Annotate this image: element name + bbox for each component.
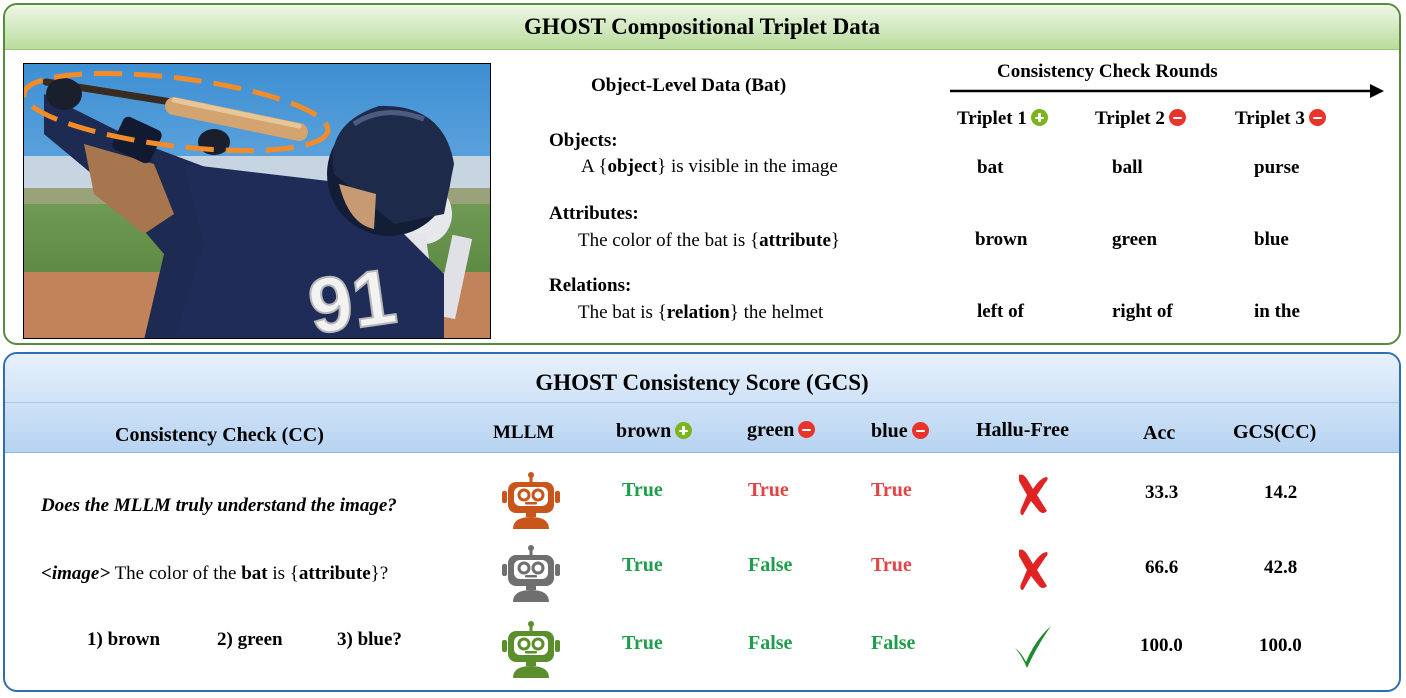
triplet-data-header [5, 5, 1399, 50]
blue-result: True [871, 554, 912, 576]
triplet-2-attribute: green [1112, 229, 1158, 250]
plus-icon [1030, 109, 1048, 126]
robot-icon [499, 620, 563, 678]
consistency-score-panel: GHOST Consistency Score (GCS) Consistenc… [3, 352, 1401, 692]
triplet-3-relation: in the [1254, 301, 1300, 322]
photo-illustration: 91 [24, 64, 490, 339]
plus-icon [675, 422, 693, 439]
jersey-number: 91 [303, 251, 401, 339]
acc-value: 66.6 [1145, 557, 1179, 578]
triplet-3-object: purse [1254, 157, 1300, 178]
green-header: green [747, 419, 816, 442]
triplet-2-relation: right of [1112, 301, 1173, 322]
mllm-header: MLLM [493, 422, 555, 443]
acc-value: 100.0 [1140, 635, 1183, 656]
green-result: False [748, 632, 793, 654]
green-result: True [748, 479, 789, 501]
cc-header: Consistency Check (CC) [115, 424, 324, 446]
triplet-3-attribute: blue [1254, 229, 1289, 250]
minus-icon [1168, 109, 1186, 126]
baseball-batter-photo: 91 [23, 63, 491, 339]
blue-header: blue [871, 420, 929, 443]
cross-icon [1013, 471, 1053, 517]
brown-result: True [622, 554, 663, 576]
brown-header: brown [616, 420, 693, 443]
acc-value: 33.3 [1145, 482, 1179, 503]
robot-icon [499, 544, 563, 602]
object-level-title: Object-Level Data (Bat) [591, 75, 787, 96]
brown-result: True [622, 632, 663, 654]
gcs-header: GCS(CC) [1233, 421, 1317, 443]
option-3: 3) blue? [337, 629, 402, 650]
consistency-score-header [5, 354, 1399, 453]
minus-icon [1308, 109, 1326, 126]
rounds-title: Consistency Check Rounds [997, 61, 1218, 82]
triplet-1-relation: left of [977, 301, 1024, 322]
option-1: 1) brown [87, 629, 161, 650]
triplet-data-panel: GHOST Compositional Triplet Data [3, 3, 1401, 345]
objects-template: A {object} is visible in the image [581, 156, 838, 177]
triplet-1-attribute: brown [975, 229, 1028, 250]
check-icon [1013, 624, 1053, 670]
gcs-value: 100.0 [1259, 635, 1302, 656]
minus-icon [798, 421, 816, 438]
attributes-label: Attributes: [549, 203, 639, 224]
green-result: False [748, 554, 793, 576]
triplet-data-title: GHOST Compositional Triplet Data [524, 14, 880, 39]
triplet-1-header: Triplet 1 [957, 108, 1048, 130]
relations-template: The bat is {relation} the helmet [578, 302, 824, 323]
blue-result: False [871, 632, 916, 654]
attributes-template: The color of the bat is {attribute} [578, 230, 841, 251]
blue-result: True [871, 479, 912, 501]
option-2: 2) green [217, 629, 283, 650]
batting-helmet [327, 105, 454, 236]
hallu-free-header: Hallu-Free [976, 419, 1069, 441]
rounds-arrow [950, 84, 1384, 98]
triplet-2-object: ball [1112, 157, 1143, 178]
bat-highlight-ellipse [24, 70, 331, 154]
question-text: Does the MLLM truly understand the image… [41, 495, 397, 516]
header-divider [5, 402, 1399, 403]
acc-header: Acc [1143, 422, 1176, 444]
robot-icon [499, 471, 563, 529]
triplet-2-header: Triplet 2 [1095, 108, 1186, 130]
objects-label: Objects: [549, 130, 618, 151]
gcs-value: 14.2 [1264, 482, 1298, 503]
cross-icon [1013, 546, 1053, 592]
triplet-1-object: bat [977, 157, 1004, 178]
consistency-score-title: GHOST Consistency Score (GCS) [535, 370, 869, 395]
triplet-3-header: Triplet 3 [1235, 108, 1326, 130]
minus-icon [911, 422, 929, 439]
brown-result: True [622, 479, 663, 501]
gcs-value: 42.8 [1264, 557, 1298, 578]
relations-label: Relations: [549, 275, 632, 296]
prompt-text: <image> The color of the bat is {attribu… [41, 563, 389, 584]
